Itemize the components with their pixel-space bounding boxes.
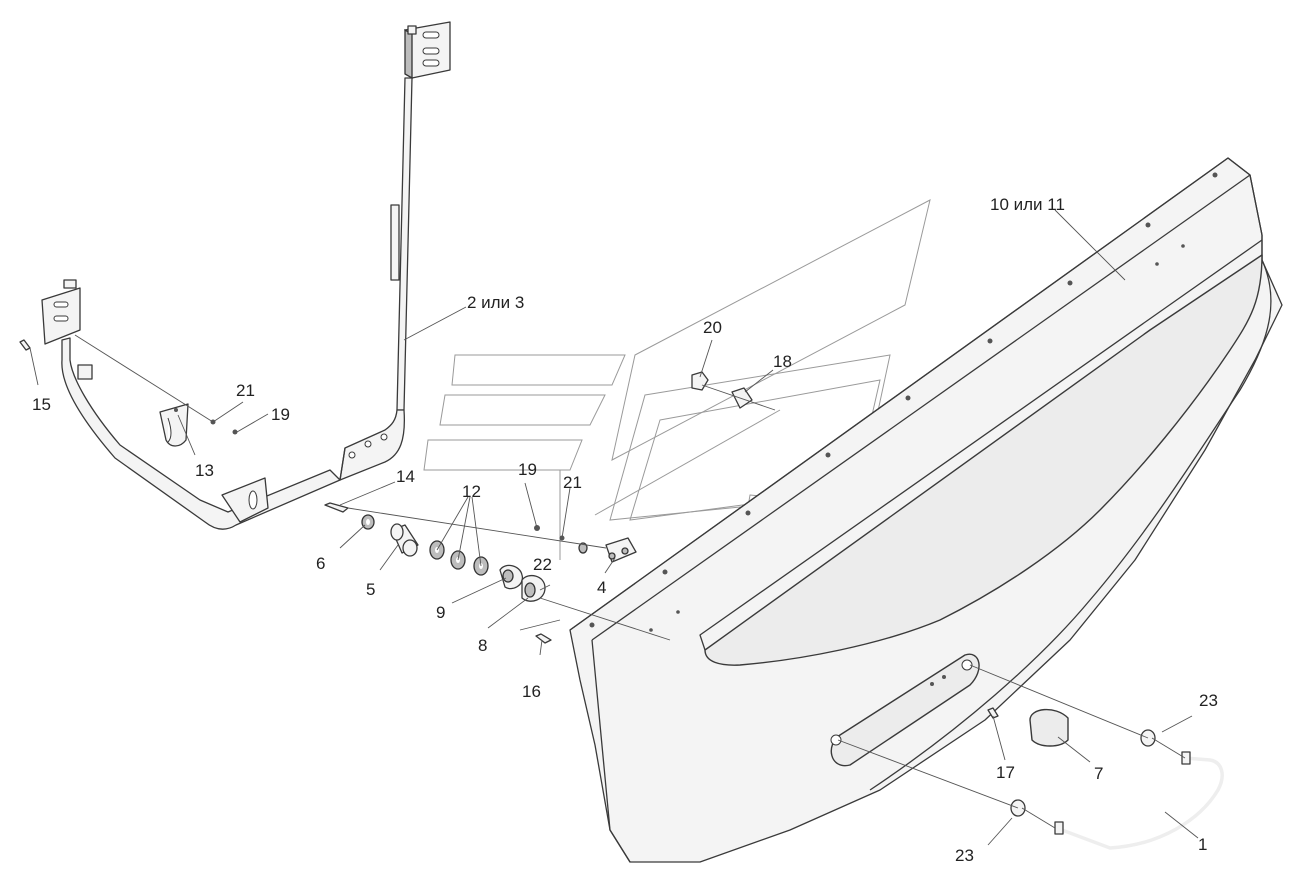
callout-19-left: 19 bbox=[271, 405, 290, 424]
callout-13: 13 bbox=[195, 461, 214, 480]
callout-20: 20 bbox=[703, 318, 722, 337]
callout-14: 14 bbox=[396, 467, 415, 486]
callout-5: 5 bbox=[366, 580, 375, 599]
callout-labels: 1 2 или 3 4 5 6 7 8 9 10 или 11 12 13 14… bbox=[32, 195, 1218, 865]
bracket-2-3 bbox=[339, 21, 451, 481]
callout-17: 17 bbox=[996, 763, 1015, 782]
callout-8: 8 bbox=[478, 636, 487, 655]
bracket-left bbox=[41, 279, 341, 530]
callout-23-bottom: 23 bbox=[955, 846, 974, 865]
callout-12: 12 bbox=[462, 482, 481, 501]
leader-lines bbox=[29, 209, 1199, 846]
callout-6: 6 bbox=[316, 554, 325, 573]
callout-18: 18 bbox=[773, 352, 792, 371]
callout-21-middle: 21 bbox=[563, 473, 582, 492]
callout-2-or-3: 2 или 3 bbox=[467, 293, 524, 312]
grab-handle-1 bbox=[1054, 751, 1224, 850]
callout-7: 7 bbox=[1094, 764, 1103, 783]
side-panel-10-11 bbox=[569, 157, 1283, 863]
callout-19-middle: 19 bbox=[518, 460, 537, 479]
callout-16: 16 bbox=[522, 682, 541, 701]
callout-1: 1 bbox=[1198, 835, 1207, 854]
callout-9: 9 bbox=[436, 603, 445, 622]
callout-4: 4 bbox=[597, 578, 606, 597]
callout-10-or-11: 10 или 11 bbox=[990, 195, 1065, 214]
callout-22: 22 bbox=[533, 555, 552, 574]
callout-23-right: 23 bbox=[1199, 691, 1218, 710]
callout-15: 15 bbox=[32, 395, 51, 414]
callout-21-left: 21 bbox=[236, 381, 255, 400]
